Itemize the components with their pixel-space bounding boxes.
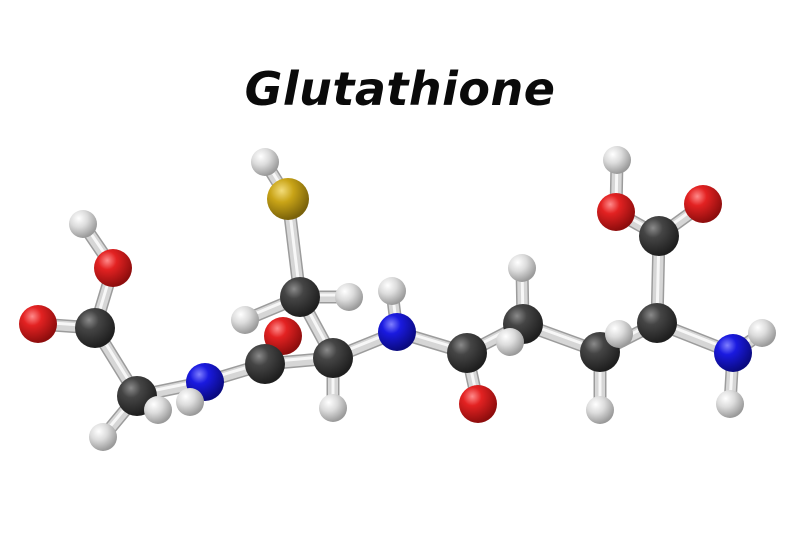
oxygen-atom-o4 <box>459 385 497 423</box>
oxygen-atom-o1 <box>94 249 132 287</box>
hydrogen-atom-h2 <box>89 423 117 451</box>
oxygen-atom-o2 <box>19 305 57 343</box>
hydrogen-atom-h13 <box>605 320 633 348</box>
oxygen-atom-o6 <box>684 185 722 223</box>
sulfur-atom-s1 <box>267 178 309 220</box>
carbon-atom-c3 <box>245 344 285 384</box>
hydrogen-atom-h9 <box>378 277 406 305</box>
hydrogen-atom-h8 <box>251 148 279 176</box>
hydrogen-atom-h7 <box>335 283 363 311</box>
hydrogen-atom-h11 <box>496 328 524 356</box>
hydrogen-atom-h16 <box>716 390 744 418</box>
atoms-layer <box>19 146 776 451</box>
hydrogen-atom-h14 <box>603 146 631 174</box>
hydrogen-atom-h3 <box>144 396 172 424</box>
carbon-atom-c5 <box>280 277 320 317</box>
carbon-atom-c10 <box>639 216 679 256</box>
carbon-atom-c1 <box>75 308 115 348</box>
hydrogen-atom-h5 <box>319 394 347 422</box>
hydrogen-atom-h6 <box>231 306 259 334</box>
carbon-atom-c9 <box>637 303 677 343</box>
oxygen-atom-o3 <box>264 317 302 355</box>
hydrogen-atom-h15 <box>748 319 776 347</box>
carbon-atom-c6 <box>447 333 487 373</box>
molecule-title: Glutathione <box>244 62 556 116</box>
carbon-atom-c4 <box>313 338 353 378</box>
nitrogen-atom-n3 <box>714 334 752 372</box>
hydrogen-atom-h12 <box>586 396 614 424</box>
oxygen-atom-o5 <box>597 193 635 231</box>
hydrogen-atom-h10 <box>508 254 536 282</box>
hydrogen-atom-h1 <box>69 210 97 238</box>
hydrogen-atom-h4 <box>176 388 204 416</box>
nitrogen-atom-n2 <box>378 313 416 351</box>
